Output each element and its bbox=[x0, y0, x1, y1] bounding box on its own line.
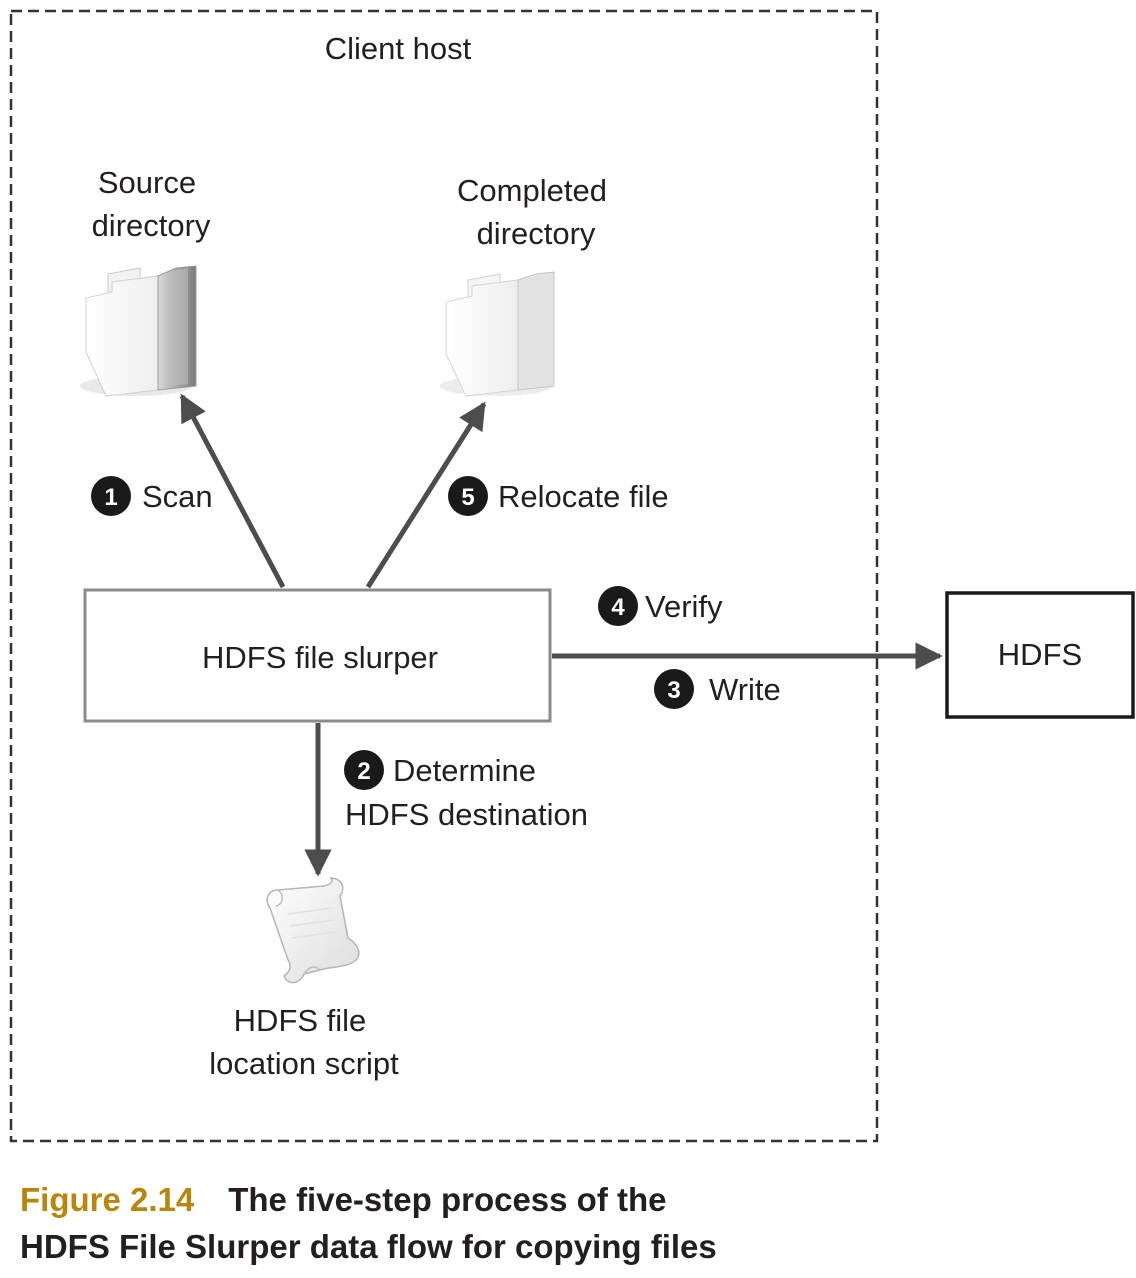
determine-label: Determine bbox=[393, 753, 536, 788]
folder-icon bbox=[440, 271, 555, 397]
source-directory-label: directory bbox=[92, 208, 211, 243]
step-2-badge: 2 bbox=[344, 750, 384, 790]
hdfs-label: HDFS bbox=[998, 637, 1082, 672]
scan-arrow bbox=[179, 393, 286, 589]
write-label: Write bbox=[709, 672, 781, 707]
relocate-arrow bbox=[365, 401, 487, 589]
determine-label: HDFS destination bbox=[345, 797, 588, 832]
step-1-badge: 1 bbox=[91, 476, 131, 516]
svg-text:5: 5 bbox=[461, 484, 474, 511]
script-label: HDFS file bbox=[234, 1003, 367, 1038]
svg-text:3: 3 bbox=[667, 677, 680, 704]
completed-directory-label: Completed bbox=[457, 173, 607, 208]
step-4-badge: 4 bbox=[598, 586, 638, 626]
svg-text:2: 2 bbox=[357, 758, 370, 785]
step-3-badge: 3 bbox=[654, 669, 694, 709]
relocate-file-label: Relocate file bbox=[498, 479, 669, 514]
hdfs-file-slurper-label: HDFS file slurper bbox=[202, 640, 438, 675]
script-label: location script bbox=[209, 1046, 399, 1081]
folder-icon bbox=[80, 265, 197, 397]
client-host-boundary bbox=[9, 9, 879, 1143]
caption-line-1: Figure 2.14 The five-step process of the bbox=[20, 1176, 1120, 1223]
caption-title: The five-step process of the bbox=[228, 1181, 667, 1218]
client-host-label: Client host bbox=[325, 31, 472, 66]
scan-label: Scan bbox=[142, 479, 213, 514]
verify-label: Verify bbox=[645, 589, 723, 624]
svg-text:4: 4 bbox=[611, 594, 625, 621]
step-5-badge: 5 bbox=[448, 476, 488, 516]
figure-number: Figure 2.14 bbox=[20, 1181, 195, 1218]
scroll-icon bbox=[266, 877, 360, 984]
completed-directory-label: directory bbox=[477, 216, 596, 251]
hdfs-file-slurper-box bbox=[83, 588, 552, 723]
hdfs-box bbox=[945, 591, 1135, 719]
svg-text:1: 1 bbox=[104, 484, 117, 511]
source-directory-label: Source bbox=[98, 165, 196, 200]
caption-line-2: HDFS File Slurper data flow for copying … bbox=[20, 1228, 717, 1265]
